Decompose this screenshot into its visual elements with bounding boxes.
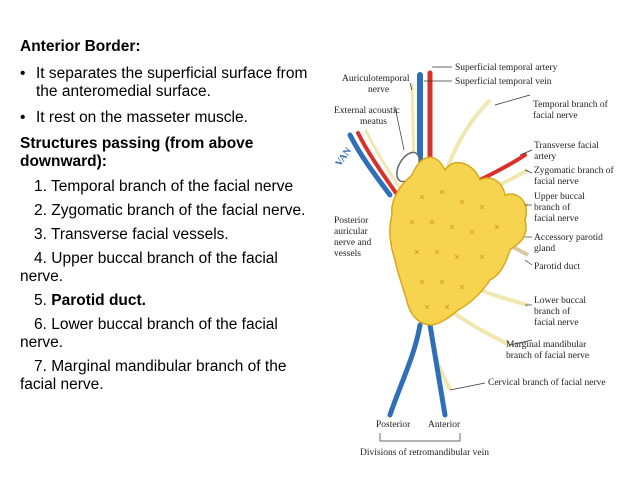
structure-item: 7. Marginal mandibular branch of the fac… [20,358,320,394]
bullet-item: • It separates the superficial surface f… [20,65,320,101]
item-number: 3. [34,226,47,243]
label-sup-temporal-artery: Superficial temporal artery [455,62,558,73]
item-number: 1. [34,178,47,195]
item-number: 4. [34,250,47,267]
posterior-division-vein [387,322,423,418]
item-text: Parotid duct. [51,292,146,309]
bullet-symbol: • [20,109,26,126]
bullet-item: • It rest on the masseter muscle. [20,109,320,127]
marginal-mandibular-nerve [448,308,511,347]
label-cervical-branch: Cervical branch of facial nerve [488,377,606,388]
posterior-auricular-nerve [364,129,404,193]
structure-item: 6. Lower buccal branch of the facial ner… [20,316,320,352]
posterior-auricular-vein [347,132,393,198]
structure-item: 3. Transverse facial vessels. [20,226,320,244]
item-text: Zygomatic branch of the facial nerve. [51,202,306,219]
label-anterior: Anterior [428,420,461,430]
label-parotid-duct: Parotid duct [534,262,581,272]
posterior-auricular-artery [356,131,398,195]
label-van: VAN [333,145,354,169]
bullet-text: It separates the superficial surface fro… [36,65,308,100]
structures-heading: Structures passing (from above downward)… [20,135,254,170]
anterior-division-vein [427,322,448,418]
structure-item: 2. Zygomatic branch of the facial nerve. [20,202,320,220]
parotid-gland-shape [389,156,527,326]
label-divisions: Divisions of retromandibular vein [360,447,489,458]
item-number: 7. [34,358,47,375]
bullet-symbol: • [20,65,26,82]
item-number: 5. [34,292,47,309]
item-text: Temporal branch of the facial nerve [50,178,294,195]
section-heading: Anterior Border: [20,38,141,55]
gland-lobules [409,189,500,310]
item-text: Marginal mandibular branch of the facial… [20,358,287,393]
item-text: Upper buccal branch of the facial nerve. [20,250,278,285]
leader-lines [394,66,533,391]
item-text: Transverse facial vessels. [50,226,229,243]
label-posterior: Posterior [376,420,411,430]
structure-item: 5. Parotid duct. [20,292,320,310]
bullet-text: It rest on the masseter muscle. [36,109,248,126]
text-column: Anterior Border: • It separates the supe… [20,38,320,400]
item-text: Lower buccal branch of the facial nerve. [20,316,278,351]
structure-item: 1. Temporal branch of the facial nerve [20,178,320,196]
structure-item: 4. Upper buccal branch of the facial ner… [20,250,320,286]
item-number: 6. [34,316,47,333]
item-number: 2. [34,202,47,219]
label-sup-temporal-vein: Superficial temporal vein [455,76,552,87]
